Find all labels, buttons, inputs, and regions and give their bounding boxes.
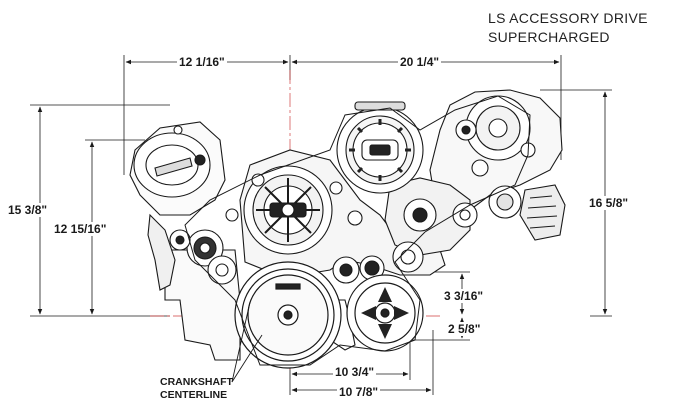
dim-label-bottom-lower: 10 7/8"	[337, 385, 381, 399]
title-line-2: SUPERCHARGED	[488, 29, 610, 45]
dim-label-mid-upper: 3 3/16"	[442, 289, 486, 303]
ac-compressor-pulley	[346, 274, 424, 352]
dim-label-top-left: 12 1/16"	[177, 55, 227, 69]
crankshaft-callout-line-2: CENTERLINE	[160, 389, 228, 401]
supercharger-pulley	[455, 95, 536, 177]
top-cap-pulley	[336, 101, 424, 194]
tensioner	[403, 185, 522, 232]
alternator	[243, 165, 333, 255]
crank-pulley	[234, 261, 342, 369]
dim-label-left-inner: 12 15/16"	[52, 222, 109, 236]
dim-label-mid-lower: 2 5/8"	[446, 322, 483, 336]
dim-label-right: 16 5/8"	[587, 196, 631, 210]
title-line-1: LS ACCESSORY DRIVE	[488, 10, 648, 26]
dim-label-bottom-upper: 10 3/4"	[333, 365, 377, 379]
drive-belt	[184, 95, 531, 366]
dim-label-top-right: 20 1/4"	[398, 55, 442, 69]
dim-label-left-outer: 15 3/8"	[6, 203, 50, 217]
power-steering-pump	[133, 125, 211, 198]
idler-pulleys	[169, 173, 424, 285]
crankshaft-callout-line-1: CRANKSHAFT	[160, 376, 233, 388]
